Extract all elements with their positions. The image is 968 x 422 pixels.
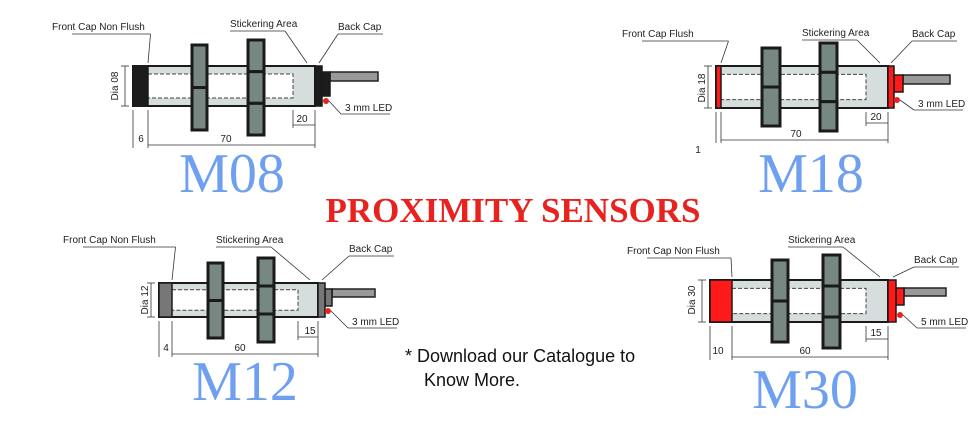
mounting-nut: [770, 299, 790, 344]
length-dimension: 70: [790, 129, 802, 140]
mounting-nut: [256, 312, 276, 344]
diameter-label: Dia 30: [687, 285, 698, 314]
front-cap-dimension: 4: [163, 343, 169, 354]
mounting-nut: [760, 85, 782, 128]
front-cap-dimension: 1: [695, 145, 701, 156]
sensor-m18: Front Cap Flush Stickering Area Back Cap 3 …: [622, 28, 965, 205]
led-indicator: [325, 308, 331, 314]
led-indicator: [323, 98, 329, 104]
mounting-nut: [818, 70, 839, 104]
mounting-nut: [818, 41, 839, 74]
led-indicator: [894, 97, 900, 103]
model-name: M12: [192, 351, 298, 413]
back-cap-label: Back Cap: [914, 255, 958, 266]
mounting-nut: [256, 256, 276, 288]
cable: [902, 74, 951, 85]
internal-housing: [731, 287, 867, 315]
diagram-title: PROXIMITY SENSORS: [325, 191, 700, 230]
length-dimension: 70: [220, 134, 232, 145]
back-cap-label: Back Cap: [338, 22, 382, 33]
length-dimension: 60: [234, 343, 246, 354]
front-cap: [715, 65, 722, 109]
cable: [331, 288, 376, 298]
led-label: 3 mm LED: [352, 317, 399, 328]
mounting-nut: [770, 258, 790, 303]
front-cap: [132, 65, 149, 107]
model-name: M30: [752, 359, 858, 421]
sticker-dimension: 20: [870, 112, 882, 123]
back-cap: [887, 279, 897, 323]
model-name: M08: [179, 143, 285, 205]
connector: [324, 288, 333, 307]
back-cap-label: Back Cap: [349, 244, 393, 255]
front-cap-label: Front Cap Non Flush: [52, 22, 145, 33]
catalogue-note-line2[interactable]: Know More.: [424, 370, 520, 390]
mounting-nut: [760, 46, 782, 89]
mounting-nut: [818, 100, 839, 133]
mounting-nut: [246, 101, 266, 137]
sticker-dimension: 15: [870, 328, 882, 339]
sticker-dimension: 20: [296, 114, 308, 125]
stickering-area-label: Stickering Area: [802, 28, 870, 39]
mounting-nut: [821, 284, 842, 319]
front-cap-dimension: 10: [712, 346, 724, 357]
sensor-m08: Front Cap Non Flush Stickering Area Back C…: [52, 19, 392, 205]
model-name: M18: [758, 143, 864, 205]
stickering-area-label: Stickering Area: [788, 235, 856, 246]
catalogue-note-line1[interactable]: * Download our Catalogue to: [405, 346, 635, 366]
mounting-nut: [821, 315, 842, 350]
back-cap: [314, 65, 323, 107]
mounting-nut: [190, 86, 209, 132]
mounting-nut: [821, 253, 842, 288]
front-cap-dimension: 6: [138, 134, 144, 145]
stickering-area-label: Stickering Area: [230, 19, 298, 30]
led-label: 3 mm LED: [918, 99, 965, 110]
mounting-nut: [256, 284, 276, 316]
front-cap-label: Front Cap Non Flush: [627, 246, 720, 257]
connector: [321, 71, 331, 97]
led-indicator: [897, 312, 903, 318]
mounting-nut: [206, 261, 225, 302]
internal-housing: [147, 73, 294, 99]
led-label: 5 mm LED: [921, 317, 968, 328]
front-cap-label: Front Cap Non Flush: [63, 235, 156, 246]
mounting-nut: [246, 38, 266, 74]
sticker-dimension: 15: [304, 326, 316, 337]
mounting-nut: [206, 299, 225, 340]
cable: [903, 287, 947, 297]
front-cap: [709, 279, 733, 323]
connector: [893, 74, 904, 93]
front-cap: [158, 282, 173, 318]
back-cap: [887, 65, 895, 109]
mounting-nut: [246, 70, 266, 105]
internal-housing: [720, 73, 867, 101]
diameter-label: Dia 08: [110, 71, 121, 100]
length-dimension: 60: [799, 346, 811, 357]
internal-housing: [171, 289, 299, 311]
diameter-label: Dia 18: [697, 73, 708, 102]
diameter-label: Dia 12: [140, 285, 151, 314]
stickering-area-label: Stickering Area: [216, 235, 284, 246]
connector: [895, 287, 905, 306]
led-label: 3 mm LED: [345, 103, 392, 114]
back-cap: [317, 282, 326, 318]
back-cap-label: Back Cap: [912, 29, 956, 40]
mounting-nut: [190, 43, 209, 89]
cable: [329, 71, 379, 82]
front-cap-label: Front Cap Flush: [622, 29, 694, 40]
